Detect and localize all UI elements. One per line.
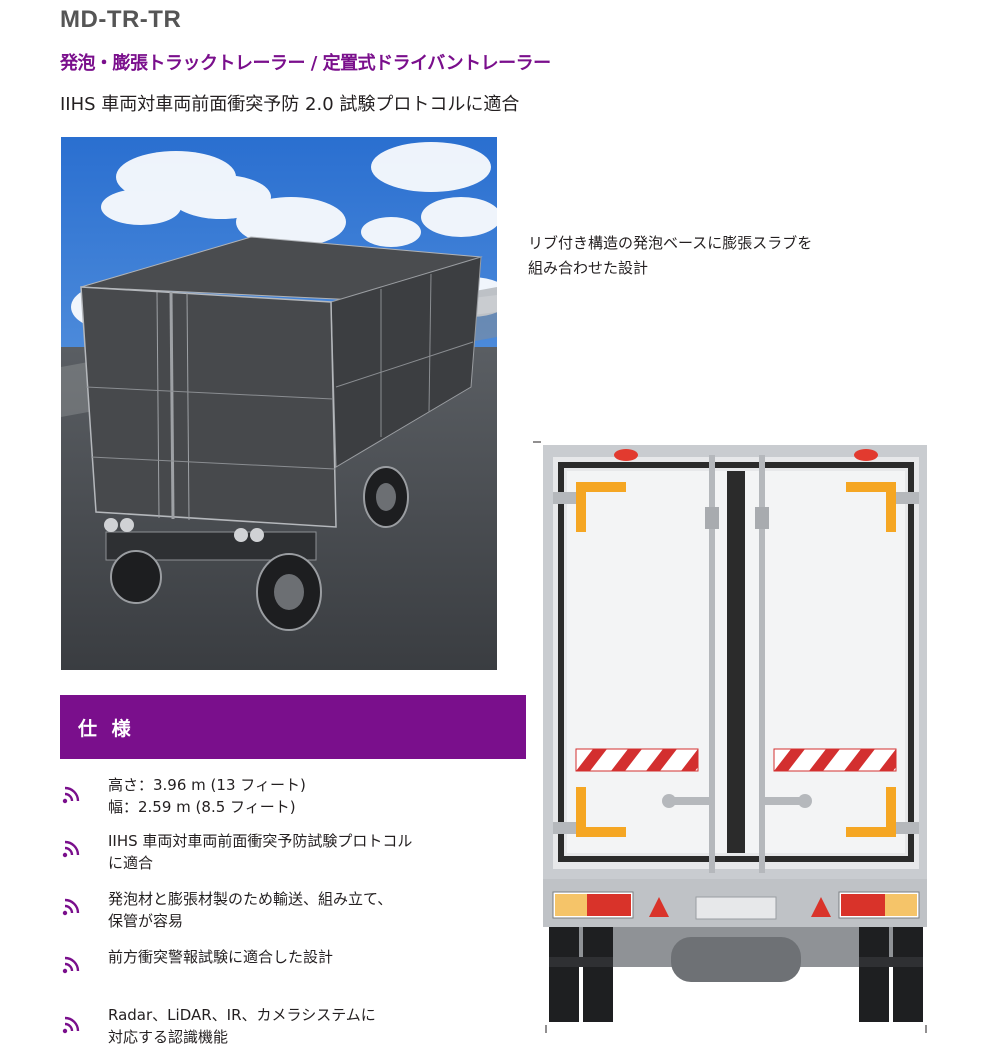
design-caption: リブ付き構造の発泡ベースに膨張スラブを 組み合わせた設計 [528,234,813,277]
trailer-render-image [61,137,497,670]
product-subtitle: 発泡・膨張トラックトレーラー / 定置式ドライバントレーラー [60,53,551,74]
signal-waves-icon [60,1012,84,1036]
spec-text: 高さ：3.96 m (13 フィート) 幅：2.59 m (8.5 フィート) [108,776,306,816]
compliance-line: IIHS 車両対車両前面衝突予防 2.0 試験プロトコルに適合 [60,94,520,115]
spec-header-bar: 仕 様 [60,695,526,759]
signal-waves-icon [60,894,84,918]
signal-waves-icon [60,782,84,806]
spec-heading: 仕 様 [78,718,135,740]
spec-text: Radar、LiDAR、IR、カメラシステムに 対応する認識機能 [108,1006,376,1046]
signal-waves-icon [60,836,84,860]
model-title: MD-TR-TR [60,6,182,33]
signal-waves-icon [60,952,84,976]
spec-text: 前方衝突警報試験に適合した設計 [108,948,334,966]
spec-text: IIHS 車両対車両前面衝突予防試験プロトコル に適合 [108,832,413,872]
spec-text: 発泡材と膨張材製のため輸送、組み立て、 保管が容易 [108,890,393,930]
trailer-rear-illustration [531,437,951,1035]
